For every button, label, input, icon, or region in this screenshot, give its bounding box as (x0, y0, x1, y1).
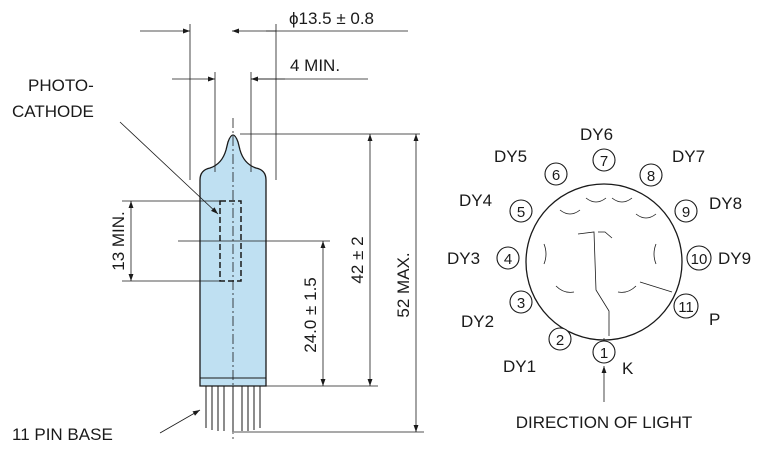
pin-2: 2 DY1 (503, 327, 572, 376)
pin-11: 11 P (673, 293, 720, 329)
base-circle (525, 183, 683, 341)
dynode-structure (543, 197, 673, 352)
svg-text:4: 4 (504, 251, 512, 268)
max-length-label: 52 MAX. (394, 252, 413, 317)
svg-text:5: 5 (517, 204, 525, 221)
cathode-position-dimension: 24.0 ± 1.5 (178, 240, 330, 387)
svg-text:9: 9 (682, 204, 690, 221)
cathode-position-label: 24.0 ± 1.5 (301, 277, 320, 353)
pin-7: 7 DY6 (580, 125, 616, 172)
pin-5: 5 DY4 (459, 191, 533, 223)
pin-10: 10 DY9 (686, 245, 751, 271)
pin-4-name: DY3 (447, 249, 480, 268)
pin-base-callout: 11 PIN BASE (12, 409, 201, 444)
seated-length-label: 42 ± 2 (348, 236, 367, 283)
max-length-dimension: 52 MAX. (234, 134, 424, 433)
svg-text:6: 6 (552, 167, 560, 184)
base-pinout: 1 K 2 DY1 3 DY2 4 DY3 5 DY4 6 DY5 (447, 125, 751, 432)
pin-11-name: P (709, 310, 720, 329)
cathode-height-dimension: 13 MIN. (109, 200, 220, 282)
tube-envelope (199, 134, 267, 387)
pin-6-name: DY5 (494, 147, 527, 166)
cathode-height-label: 13 MIN. (109, 211, 128, 271)
pin-9: 9 DY8 (674, 194, 742, 223)
pin-1-name: K (622, 359, 634, 378)
photocathode-label-1: PHOTO- (28, 76, 94, 95)
direction-of-light-label: DIRECTION OF LIGHT (516, 413, 693, 432)
photocathode-label-2: CATHODE (12, 102, 94, 121)
pin-3: 3 DY2 (461, 290, 533, 331)
pin-4: 4 DY3 (447, 246, 520, 270)
pin-7-name: DY6 (580, 125, 613, 144)
pin-3-name: DY2 (461, 312, 494, 331)
pin-9-name: DY8 (709, 194, 742, 213)
pin-1: 1 K (592, 340, 634, 378)
photocathode-callout: PHOTO- CATHODE (12, 76, 219, 215)
svg-text:7: 7 (600, 153, 608, 170)
pin-10-name: DY9 (718, 249, 751, 268)
svg-text:11: 11 (678, 299, 694, 316)
seated-length-dimension: 42 ± 2 (240, 133, 420, 387)
pin-base-label: 11 PIN BASE (12, 425, 113, 444)
pin-2-name: DY1 (503, 357, 536, 376)
svg-text:1: 1 (600, 345, 608, 362)
svg-text:10: 10 (691, 251, 708, 268)
pin-length-dimension: 4 MIN. (172, 56, 368, 172)
pin-8: 8 DY7 (639, 147, 705, 187)
pin-8-name: DY7 (672, 147, 705, 166)
pin-length-label: 4 MIN. (290, 56, 340, 75)
svg-text:2: 2 (556, 332, 564, 349)
diameter-dimension: ϕ13.5 ± 0.8 (140, 9, 408, 180)
svg-text:3: 3 (517, 295, 525, 312)
svg-text:8: 8 (647, 168, 655, 185)
pin-6: 6 DY5 (494, 147, 568, 186)
pin-5-name: DY4 (459, 191, 492, 210)
diameter-label: ϕ13.5 ± 0.8 (289, 9, 374, 28)
tube-side-view (199, 118, 267, 440)
